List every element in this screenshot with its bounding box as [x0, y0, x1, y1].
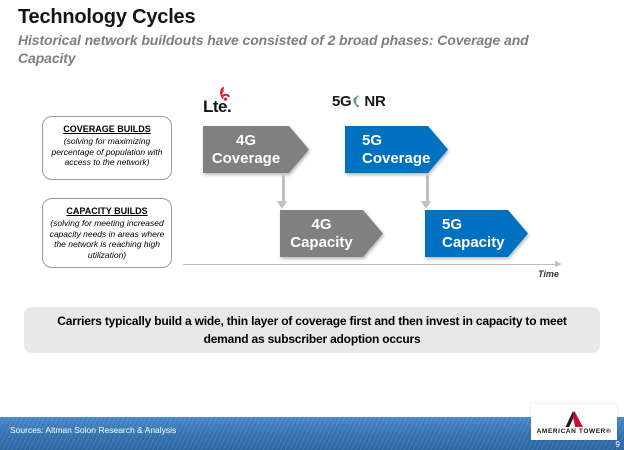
connector-5g-down-arrow-icon [421, 201, 431, 209]
arrow-4g-coverage-line2: Coverage [211, 149, 281, 167]
arrow-4g-capacity: 4G Capacity [280, 210, 383, 257]
page-number: 9 [615, 440, 620, 449]
arrow-5g-capacity-line1: 5G [442, 215, 463, 233]
american-tower-mark-icon [565, 410, 583, 427]
time-axis-label: Time [538, 269, 559, 279]
time-axis-arrowhead-icon [555, 261, 562, 267]
arrow-4g-coverage-line1: 4G [235, 131, 256, 149]
fiveg-nr-logo: 5G NR [332, 93, 386, 110]
arrow-5g-coverage: 5G Coverage [345, 126, 448, 173]
american-tower-wordmark: AMERICAN TOWER® [536, 427, 612, 435]
takeaway-text: Carriers typically build a wide, thin la… [57, 314, 567, 346]
coverage-builds-box: COVERAGE BUILDS (solving for maximizing … [42, 116, 172, 180]
page-subtitle: Historical network buildouts have consis… [18, 32, 529, 66]
american-tower-logo: AMERICAN TOWER® [531, 404, 617, 440]
nr-text: NR [364, 93, 386, 110]
arrow-5g-capacity-line2: Capacity [442, 233, 505, 251]
footer-bar: Sources: Altman Solon Research & Analysi… [0, 417, 624, 450]
lte-signal-icon [220, 86, 230, 101]
page-title: Technology Cycles [18, 6, 196, 28]
arrow-4g-capacity-line1: 4G [311, 215, 332, 233]
sources-text: Sources: Altman Solon Research & Analysi… [10, 425, 177, 435]
arrow-4g-coverage: 4G Coverage [203, 126, 309, 173]
lte-logo: Lte. [203, 86, 247, 118]
fiveg-text: 5G [332, 93, 352, 110]
connector-4g-down-arrow-icon [277, 201, 287, 209]
lte-logo-text: Lte. [203, 97, 232, 116]
fiveg-signal-icon [353, 95, 360, 108]
coverage-builds-body: (solving for maximizing percentage of po… [51, 136, 163, 167]
takeaway-box: Carriers typically build a wide, thin la… [24, 307, 600, 353]
capacity-builds-heading: CAPACITY BUILDS [66, 206, 148, 216]
coverage-builds-heading: COVERAGE BUILDS [63, 124, 151, 134]
connector-5g-line [426, 175, 429, 201]
arrow-5g-capacity: 5G Capacity [425, 210, 528, 257]
capacity-builds-box: CAPACITY BUILDS (solving for meeting inc… [42, 198, 172, 268]
capacity-builds-body: (solving for meeting increased capacity … [49, 218, 165, 260]
connector-4g-line [282, 175, 285, 201]
arrow-5g-coverage-line2: Coverage [362, 149, 431, 167]
time-axis-line [183, 264, 555, 265]
arrow-4g-capacity-line2: Capacity [290, 233, 353, 251]
arrow-5g-coverage-line1: 5G [362, 131, 383, 149]
